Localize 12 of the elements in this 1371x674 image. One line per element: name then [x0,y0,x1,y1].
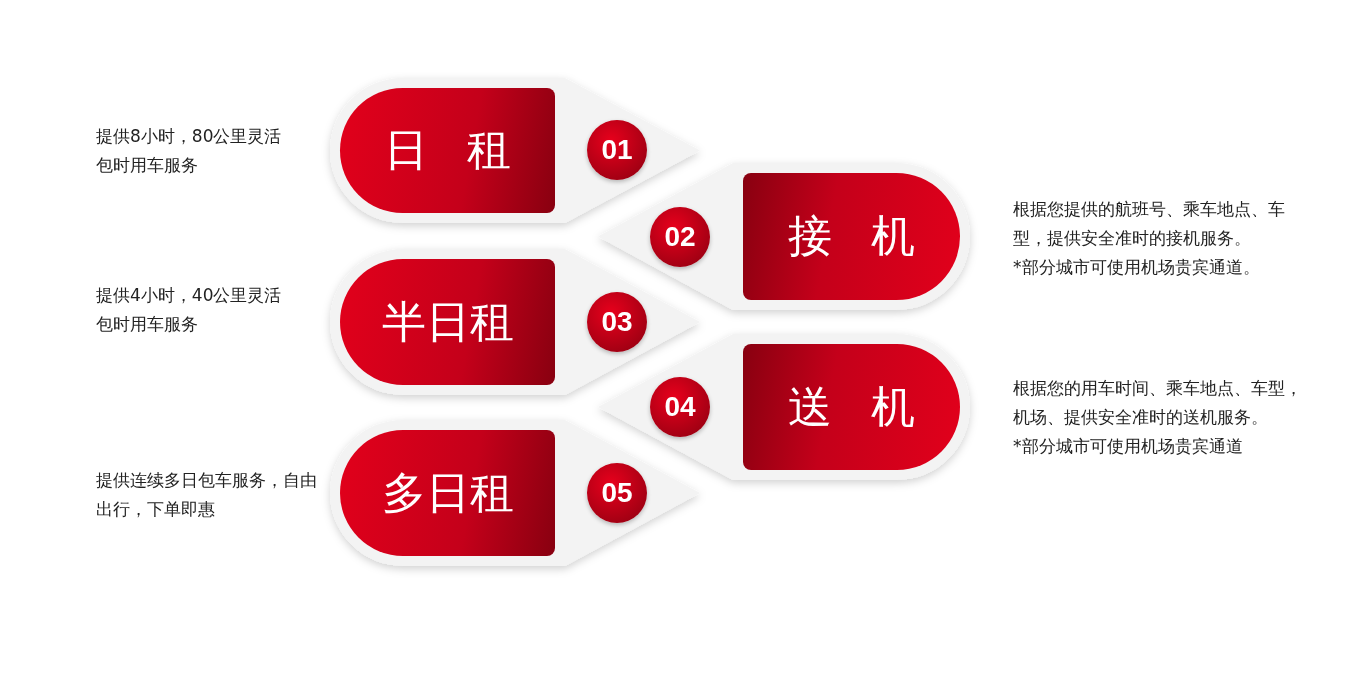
description-text: 根据您的用车时间、乘车地点、车型，机场、提供安全准时的送机服务。 [1013,377,1303,429]
description-text: 提供4小时，40公里灵活包时用车服务 [96,284,283,336]
description-text: *部分城市可使用机场贵宾通道 [1013,435,1244,458]
title-text: 多日租 [381,465,514,520]
description-text: 提供连续多日包车服务，自由出行，下单即惠 [96,469,318,521]
title-text: 送机 [787,379,955,434]
description-text: 提供8小时，80公里灵活包时用车服务 [96,125,283,177]
title-text: 半日租 [381,294,514,349]
description-text: *部分城市可使用机场贵宾通道。 [1013,256,1261,279]
description-text: 根据您提供的航班号、乘车地点、车型，提供安全准时的接机服务。 [1013,198,1286,250]
title-text: 接机 [787,209,955,263]
title-text: 日租 [383,123,551,177]
